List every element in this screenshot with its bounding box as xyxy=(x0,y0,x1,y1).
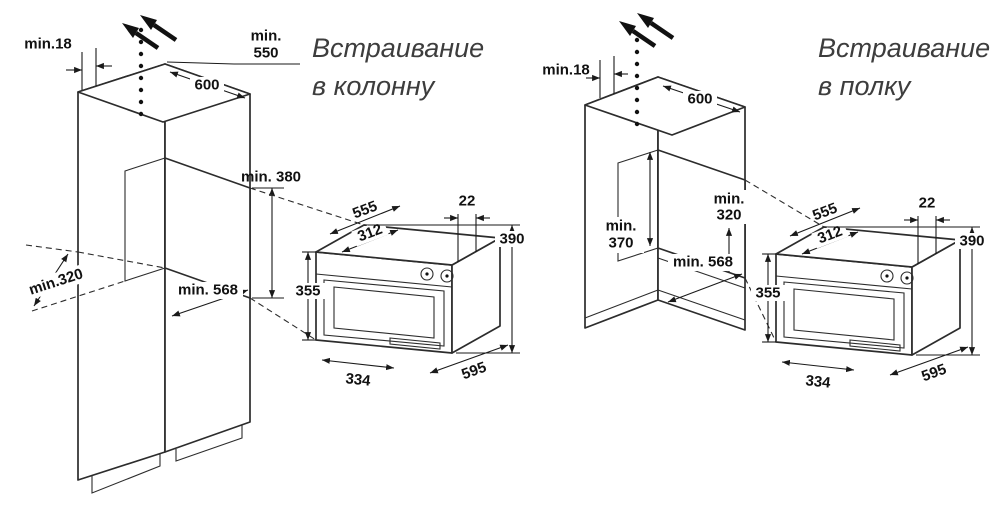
dim-top-gap-right: min.18 xyxy=(542,56,628,98)
cabinet-plinth-front xyxy=(175,425,243,462)
dim-niche-width-right: 600 xyxy=(662,85,741,113)
label-top-depth-2: 550 xyxy=(253,45,278,62)
dim-oven-body-height-left: 355 xyxy=(291,251,325,341)
label-oven-height: 390 xyxy=(959,233,984,250)
oven-door-glass xyxy=(333,286,435,339)
label-oven-height: 390 xyxy=(499,231,524,248)
ventilation-arrows-right xyxy=(619,13,675,127)
vent-arrow-icon xyxy=(122,23,139,38)
oven-door-glass xyxy=(793,288,895,341)
dim-oven-body-height-right: 355 xyxy=(751,253,785,343)
label-niche-depth: min. 568 xyxy=(178,282,238,299)
label-vent-depth-2: 320 xyxy=(716,207,741,224)
right-oven-drawing xyxy=(775,226,961,356)
label-oven-frame: 22 xyxy=(459,193,476,210)
label-niche-height-1: min. xyxy=(606,218,637,235)
cabinet-plinth-side xyxy=(91,453,161,494)
dim-niche-width-left: 600 xyxy=(169,71,246,99)
vent-arrow-icon xyxy=(619,21,636,36)
shelf-bottom-board-side xyxy=(584,289,659,319)
ventilation-arrows-left xyxy=(122,15,178,117)
cabinet-top-face xyxy=(77,63,251,123)
label-oven-depth: 555 xyxy=(810,200,839,225)
label-top-depth-1: min. xyxy=(251,28,282,45)
dim-oven-base-depth-left: 334 xyxy=(321,357,395,390)
label-top-gap: min.18 xyxy=(542,62,590,79)
label-vent-depth-1: min. xyxy=(714,191,745,208)
dim-oven-frame-right: 22 xyxy=(904,195,950,264)
label-niche-width: 600 xyxy=(194,77,219,94)
left-diagram: Встраивание в колонну xyxy=(22,15,530,494)
dim-niche-depth-right: min. 568 xyxy=(667,254,743,303)
vent-dotted-line xyxy=(138,27,144,117)
oven-knob xyxy=(880,269,894,283)
vent-arrow-icon xyxy=(140,15,157,30)
oven-knob xyxy=(420,267,434,281)
right-diagram: Встраивание в полку xyxy=(542,13,990,392)
label-oven-frame: 22 xyxy=(919,195,936,212)
left-title-line2: в колонну xyxy=(312,71,436,101)
dim-vent-depth-right: min. 320 xyxy=(709,190,751,272)
left-cabinet-drawing xyxy=(77,63,251,494)
label-oven-base-depth: 334 xyxy=(345,370,372,390)
dim-oven-base-depth-right: 334 xyxy=(781,359,855,392)
left-title-line1: Встраивание xyxy=(312,33,484,63)
dim-top-depth-left: min. 550 xyxy=(166,28,300,65)
vent-arrow-icon xyxy=(637,13,654,28)
oven-control-panel-line xyxy=(775,275,913,290)
label-oven-base-depth: 334 xyxy=(805,372,832,392)
label-oven-body-height: 355 xyxy=(295,283,320,300)
left-oven-drawing xyxy=(315,224,501,354)
oven-knob xyxy=(440,269,454,283)
label-niche-width: 600 xyxy=(687,91,712,108)
label-niche-height: min. 380 xyxy=(241,169,301,186)
dim-niche-height-left: min. 380 xyxy=(241,169,301,299)
oven-control-panel-line xyxy=(315,273,453,288)
niche-interior-wall xyxy=(124,157,166,282)
label-oven-width: 595 xyxy=(919,361,948,386)
dim-niche-depth-left: min. 568 xyxy=(171,282,249,317)
label-top-gap: min.18 xyxy=(24,36,72,53)
dim-oven-frame-left: 22 xyxy=(444,193,490,262)
shelf-interior-wall xyxy=(617,149,659,262)
right-title: Встраивание в полку xyxy=(818,33,990,101)
label-niche-height-2: 370 xyxy=(608,235,633,252)
vent-dotted-line xyxy=(634,37,640,127)
label-niche-depth: min. 568 xyxy=(673,254,733,271)
dim-oven-height-right: 390 xyxy=(828,226,990,356)
label-rear-depth: min.320 xyxy=(27,265,85,298)
left-title: Встраивание в колонну xyxy=(312,33,484,101)
right-title-line2: в полку xyxy=(818,71,912,101)
label-oven-depth: 555 xyxy=(350,198,379,223)
dim-niche-height-right: min. 370 xyxy=(598,152,654,253)
oven-knob xyxy=(900,271,914,285)
dim-top-gap-left: min.18 xyxy=(24,36,112,90)
projection-lines-right xyxy=(744,179,825,343)
label-oven-body-height: 355 xyxy=(755,285,780,302)
label-oven-width: 595 xyxy=(459,359,488,384)
right-title-line1: Встраивание xyxy=(818,33,990,63)
